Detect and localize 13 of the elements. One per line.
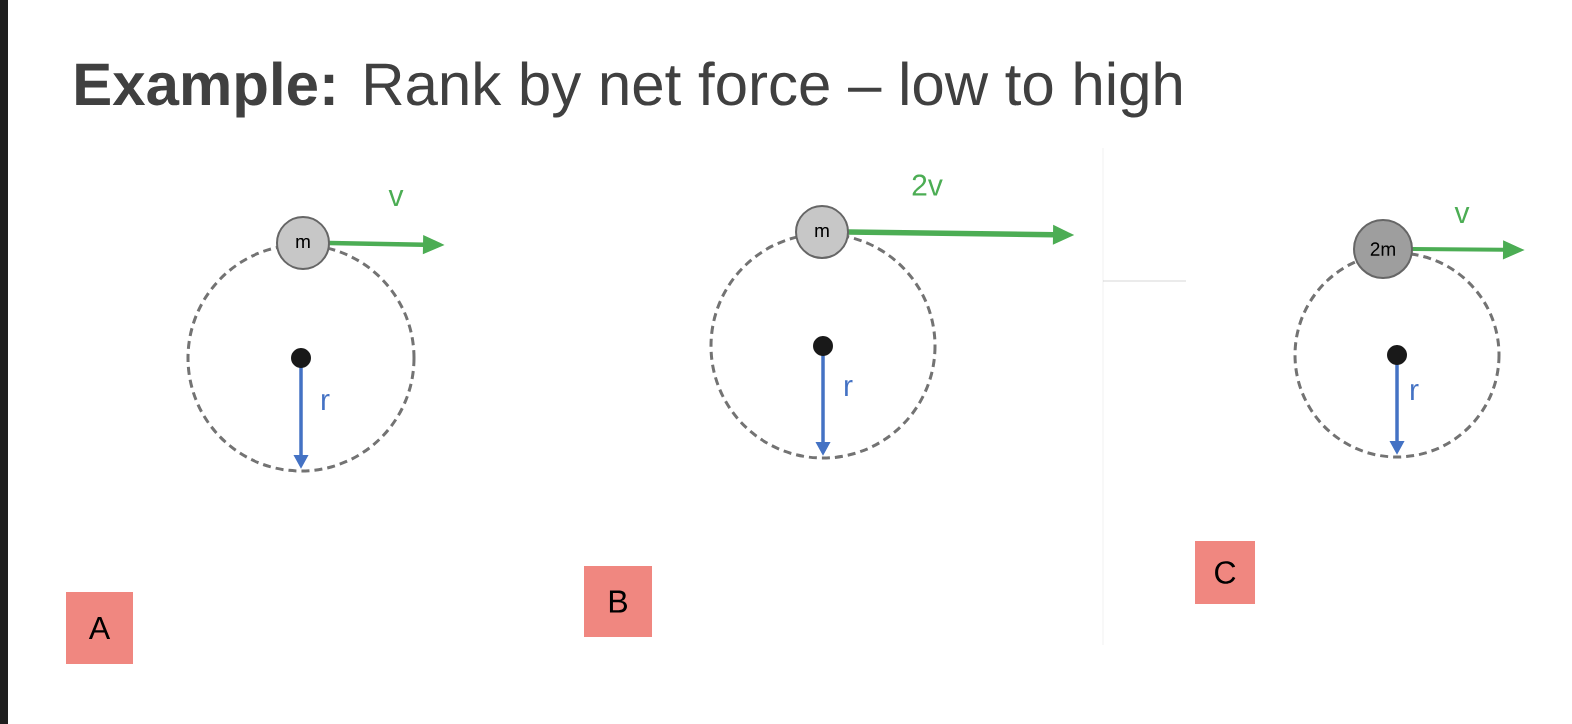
title: Example: Rank by net force – low to high (76, 61, 1181, 118)
velocity-label: v (1454, 207, 1470, 223)
mass-ball: m (795, 205, 849, 259)
radius-label: r (845, 379, 853, 397)
velocity-label: 2v (912, 174, 943, 196)
label-box: A (66, 592, 133, 664)
label-box: B (584, 566, 652, 637)
label-box: C (1195, 541, 1255, 604)
mass-ball: m (276, 216, 330, 270)
mass-ball: 2m (1353, 219, 1413, 279)
radius-label: r (1411, 383, 1419, 401)
radius-label: r (322, 393, 330, 411)
velocity-label: v (388, 190, 404, 206)
